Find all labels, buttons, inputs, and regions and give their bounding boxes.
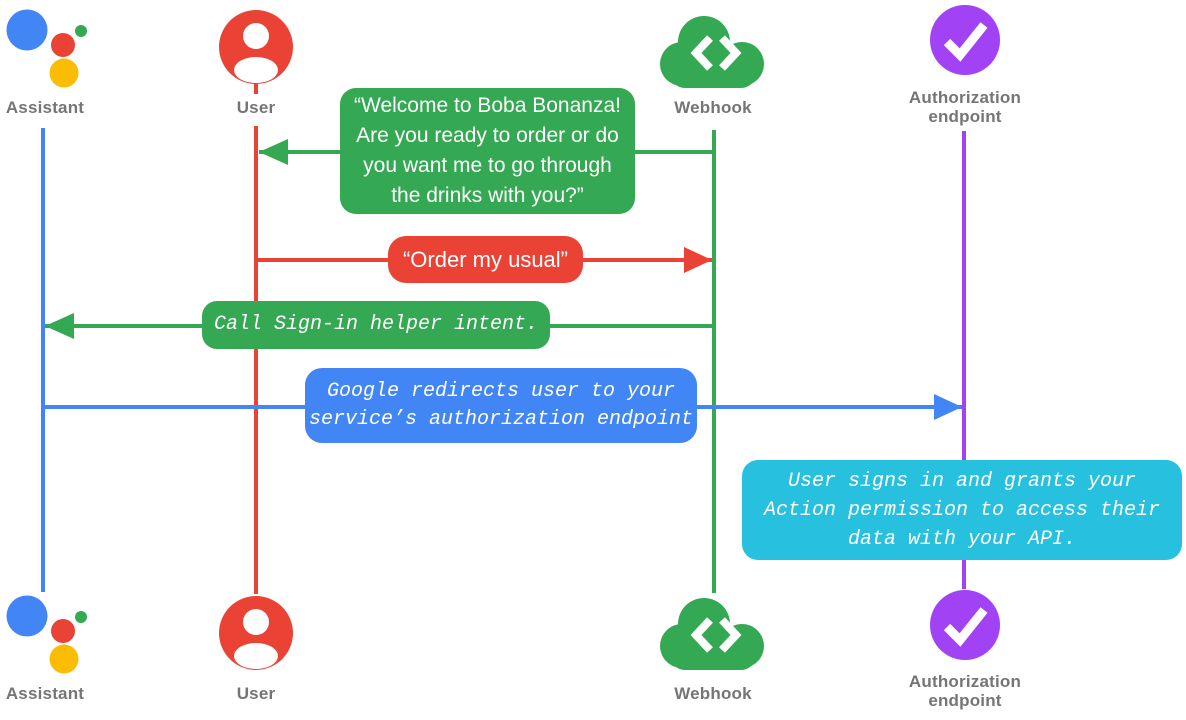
checkmark-circle-icon-bottom — [930, 590, 1000, 660]
user-avatar-icon-bottom — [219, 596, 293, 670]
sign-in-message-bubble: Call Sign-in helper intent. — [202, 301, 550, 349]
authorization-label-bottom: Authorization endpoint — [908, 672, 1022, 710]
sign-in-arrowhead — [45, 313, 74, 339]
order-message-bubble: “Order my usual” — [388, 236, 583, 283]
welcome-message-bubble: “Welcome to Boba Bonanza! Are you ready … — [340, 88, 635, 214]
user-label-bottom: User — [236, 684, 276, 703]
welcome-arrowhead — [259, 139, 288, 165]
cloud-code-icon — [660, 16, 764, 88]
redirect-arrowhead — [934, 394, 962, 420]
authorization-label-top: Authorization endpoint — [908, 88, 1022, 126]
user-avatar-icon — [219, 10, 293, 84]
order-arrowhead — [684, 247, 712, 273]
cloud-code-icon-bottom — [660, 598, 764, 670]
webhook-label-bottom: Webhook — [674, 684, 752, 703]
webhook-label-top: Webhook — [674, 98, 752, 117]
google-assistant-icon-bottom — [6, 595, 87, 674]
checkmark-circle-icon — [930, 5, 1000, 75]
redirect-message-bubble: Google redirects user to your service’s … — [305, 368, 697, 443]
google-assistant-icon — [6, 9, 87, 88]
user-label-top: User — [236, 98, 276, 117]
assistant-label-bottom: Assistant — [5, 684, 85, 703]
grant-note-bubble: User signs in and grants your Action per… — [742, 460, 1182, 560]
assistant-label-top: Assistant — [5, 98, 85, 117]
